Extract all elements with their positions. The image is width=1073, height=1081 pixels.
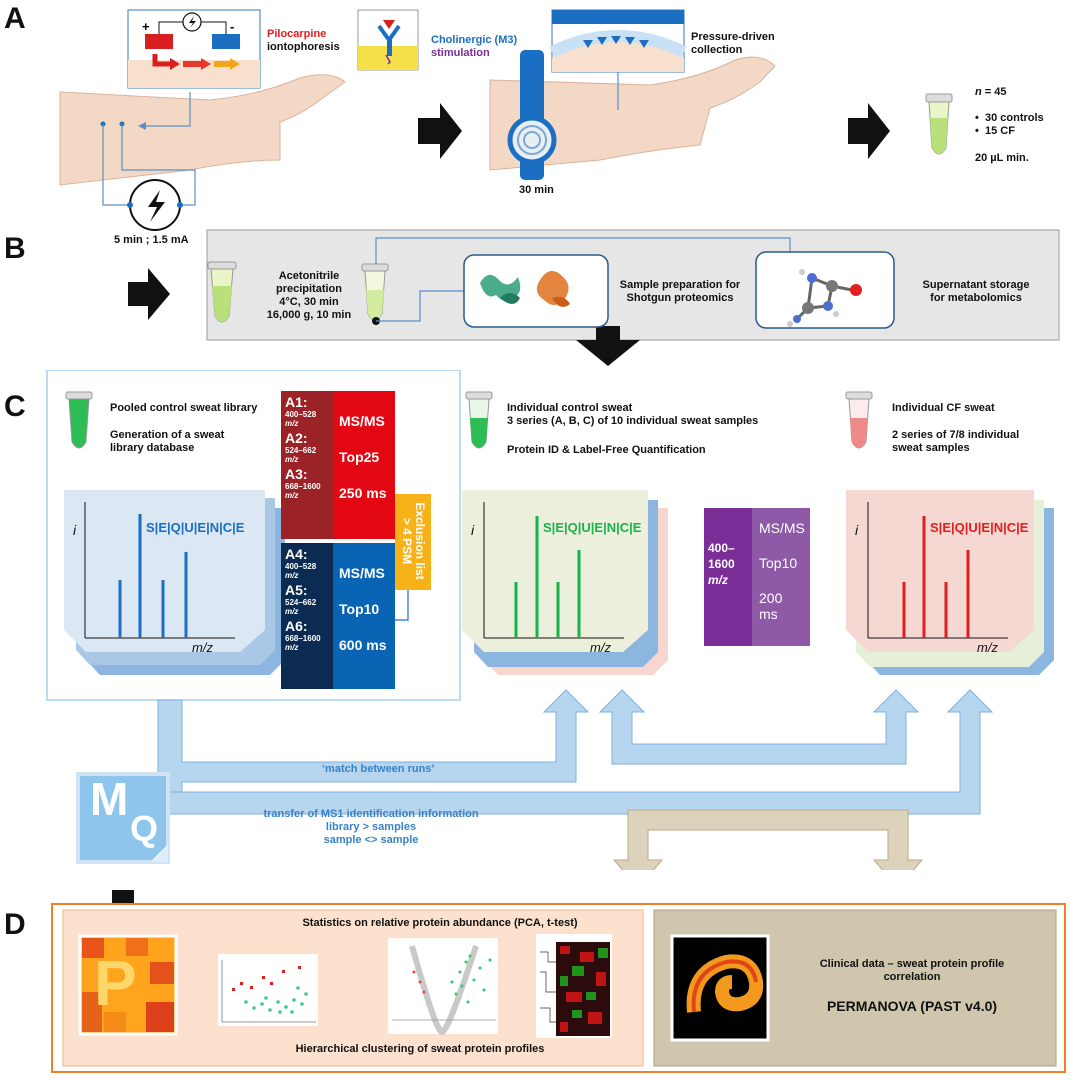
axis-x-label: m/z bbox=[192, 640, 213, 655]
flow-arrow-right bbox=[128, 268, 170, 320]
volcano-plot-thumbnail bbox=[388, 938, 498, 1036]
panel-b-illustration bbox=[128, 229, 1060, 366]
supernatant-text: Supernatant storage for metabolomics bbox=[922, 279, 1030, 304]
mq-letter-m: M bbox=[90, 773, 129, 825]
control-spectrum-stack bbox=[462, 490, 668, 675]
axis-y-label: i bbox=[73, 522, 77, 538]
transfer-label: transfer of MS1 identification informati… bbox=[263, 808, 479, 846]
min-volume-label: 20 µL min. bbox=[975, 152, 1029, 164]
collection-label: collection bbox=[691, 44, 743, 56]
cf-spectrum-stack bbox=[846, 490, 1054, 675]
clustering-label: Hierarchical clustering of sweat protein… bbox=[295, 1043, 545, 1055]
cohort-n: n = 45 bbox=[975, 86, 1007, 98]
panel-letter-b: B bbox=[4, 232, 26, 265]
beige-double-arrow bbox=[612, 809, 924, 870]
cholinergic-label: Cholinergic (M3) bbox=[431, 34, 518, 46]
collection-time-label: 30 min bbox=[519, 184, 554, 196]
panel-letter-d: D bbox=[4, 908, 26, 941]
match-between-runs-label: ‘match between runs’ bbox=[322, 763, 435, 775]
sequence-label-library: S|E|Q|U|E|N|C|E bbox=[146, 520, 245, 535]
sequence-label-cf: S|E|Q|U|E|N|C|E bbox=[930, 520, 1029, 535]
panel-a-illustration: + - bbox=[59, 9, 953, 231]
library-spectrum-stack bbox=[64, 490, 285, 675]
cf-tube-icon bbox=[845, 391, 873, 449]
pointer-line bbox=[140, 92, 191, 127]
individual-window: 400–1600 m/z bbox=[704, 508, 752, 646]
library-tube-icon bbox=[65, 391, 93, 449]
lightning-icon bbox=[148, 190, 165, 222]
individual-method: MS/MS Top10 200 ms bbox=[752, 508, 810, 646]
axis-y-label: i bbox=[471, 522, 475, 538]
panel-d-illustration bbox=[51, 890, 1066, 1073]
past-nautilus-logo bbox=[670, 934, 770, 1042]
protein-id-label: Protein ID & Label-Free Quantification bbox=[507, 444, 706, 456]
stimulation-label: stimulation bbox=[431, 47, 490, 59]
cf-subtitle: 2 series of 7/8 individual sweat samples bbox=[892, 429, 1020, 454]
perseus-mosaic bbox=[82, 938, 174, 1032]
library-title: Pooled control sweat library bbox=[110, 402, 258, 414]
method-params-b: MS/MS Top10 600 ms bbox=[333, 543, 395, 689]
cf-spectrum bbox=[867, 502, 1008, 639]
cohort-controls: • 30 controls bbox=[975, 112, 1044, 124]
axis-y-label: i bbox=[855, 522, 859, 538]
pressure-label: Pressure-driven bbox=[691, 31, 775, 43]
control-tube-icon bbox=[465, 391, 493, 449]
heatmap-thumbnail bbox=[536, 934, 612, 1038]
data-flow-arrows bbox=[157, 689, 994, 815]
sweat-tube-icon bbox=[925, 93, 953, 155]
iontophoresis-label: iontophoresis bbox=[267, 41, 340, 53]
mq-letter-q: Q bbox=[130, 808, 159, 849]
pellet-tube-icon bbox=[361, 263, 389, 325]
flow-arrow-right bbox=[848, 103, 890, 159]
clinical-label: Clinical data – sweat protein profile co… bbox=[819, 958, 1005, 983]
library-spectrum bbox=[84, 502, 235, 639]
sweat-tube-icon bbox=[207, 261, 237, 323]
protein-structure-box bbox=[463, 254, 609, 328]
shotgun-text: Sample preparation for Shotgun proteomic… bbox=[619, 279, 741, 304]
electrode-wire bbox=[102, 124, 130, 206]
panel-b-frame bbox=[206, 229, 1060, 341]
exclusion-list-box: Exclusion list > 4 PSM bbox=[395, 494, 431, 590]
sequence-label-control: S|E|Q|U|E|N|C|E bbox=[543, 520, 642, 535]
window-list-a: A1: 400–528 m/z A2: 524–662 m/z A3: 668–… bbox=[281, 391, 333, 539]
permanova-label: PERMANOVA (PAST v4.0) bbox=[826, 998, 998, 1014]
exclusion-label: Exclusion list bbox=[413, 502, 427, 580]
statistics-title: Statistics on relative protein abundance… bbox=[302, 917, 578, 929]
panel-letter-c: C bbox=[4, 390, 26, 423]
axis-x-label: m/z bbox=[590, 640, 611, 655]
flow-arrow-right bbox=[418, 103, 462, 159]
axis-x-label: m/z bbox=[977, 640, 998, 655]
forearm-right bbox=[489, 56, 776, 171]
precipitation-text: Acetonitrile precipitation 4°C, 30 min 1… bbox=[266, 270, 352, 321]
molecule-icon bbox=[787, 269, 862, 327]
metabolite-structure-box bbox=[755, 251, 895, 329]
exclusion-psm-label: > 4 PSM bbox=[400, 517, 414, 565]
maxquant-logo bbox=[76, 772, 170, 864]
window-list-b: A4: 400–528 m/z A5: 524–662 m/z A6: 668–… bbox=[281, 543, 333, 689]
duration-current-label: 5 min ; 1.5 mA bbox=[114, 234, 189, 246]
control-spectrum bbox=[483, 502, 624, 639]
protein-structure-icon bbox=[480, 270, 570, 307]
pilocarpine-label: Pilocarpine bbox=[267, 28, 327, 40]
electrode-wire bbox=[121, 124, 196, 206]
method-params-a: MS/MS Top25 250 ms bbox=[333, 391, 395, 539]
plus-sign: + bbox=[142, 19, 150, 34]
minus-sign: - bbox=[230, 19, 234, 34]
macroduct-device-icon bbox=[507, 115, 557, 165]
cf-title: Individual CF sweat bbox=[892, 402, 995, 414]
library-subtitle: Generation of a sweat library database bbox=[110, 429, 225, 454]
control-title: Individual control sweat 3 series (A, B,… bbox=[507, 402, 759, 427]
perseus-letter: P bbox=[94, 947, 137, 1019]
flow-arrow-down bbox=[576, 326, 640, 366]
cohort-cf: • 15 CF bbox=[975, 125, 1015, 137]
pointer-arrowhead bbox=[138, 122, 146, 130]
panel-letter-a: A bbox=[4, 2, 26, 35]
forearm-left bbox=[59, 74, 346, 186]
pca-plot-thumbnail bbox=[218, 954, 318, 1026]
